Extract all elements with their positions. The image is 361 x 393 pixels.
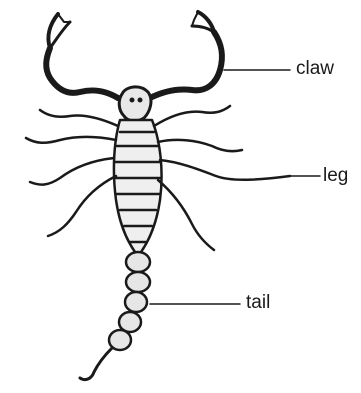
body-shape (114, 120, 162, 256)
left-claw-shape (46, 14, 118, 98)
right-claw-shape (150, 12, 222, 98)
tail-label: tail (246, 293, 270, 312)
tail-shape (80, 252, 150, 380)
left-legs-shape (26, 110, 118, 236)
leg-label: leg (323, 166, 348, 185)
head-shape (119, 87, 151, 121)
claw-label: claw (296, 59, 334, 78)
right-legs-shape (154, 106, 290, 250)
